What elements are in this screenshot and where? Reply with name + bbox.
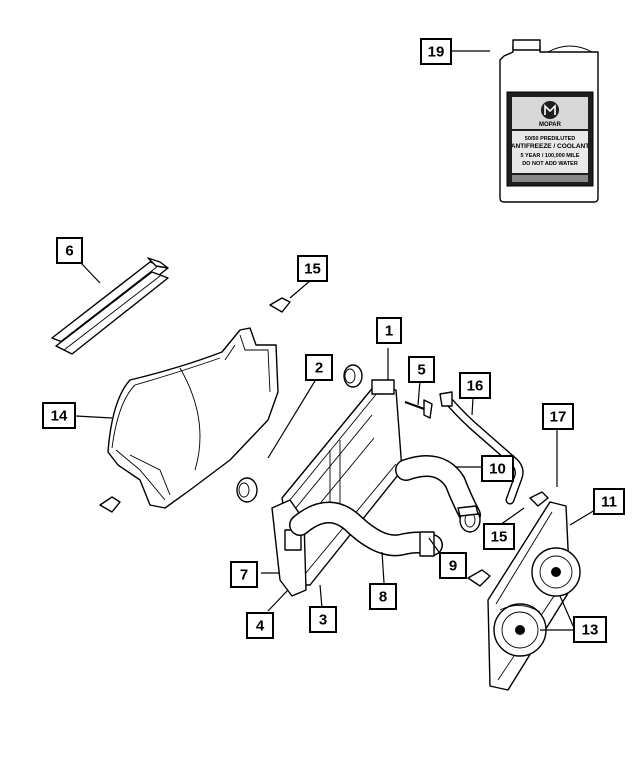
callout-17: 17 (542, 403, 574, 430)
svg-text:17: 17 (550, 409, 567, 426)
svg-text:5: 5 (417, 362, 425, 379)
callout-13: 13 (573, 616, 607, 643)
callout-15-top: 15 (297, 255, 328, 282)
air-deflector (99, 297, 291, 513)
callout-3: 3 (309, 606, 337, 633)
callout-14: 14 (42, 402, 76, 429)
svg-text:7: 7 (240, 567, 248, 584)
callout-6: 6 (56, 237, 83, 264)
seal-strip (51, 257, 169, 355)
callout-4: 4 (246, 612, 274, 639)
jug-line-1: 50/50 PREDILUTED (525, 136, 575, 142)
coolant-jug: MOPAR 50/50 PREDILUTED ANTIFREEZE / COOL… (499, 39, 599, 203)
callout-15-right: 15 (483, 523, 515, 550)
callout-9: 9 (439, 552, 467, 579)
callout-10: 10 (481, 455, 514, 482)
jug-line-4: DO NOT ADD WATER (522, 161, 578, 167)
jug-line-2: ANTIFREEZE / COOLANT (511, 143, 589, 150)
jug-brand: MOPAR (539, 122, 562, 128)
callout-2: 2 (305, 354, 333, 381)
drain-bolt (404, 399, 433, 419)
callout-11: 11 (593, 488, 625, 515)
svg-text:10: 10 (489, 461, 506, 478)
svg-text:6: 6 (65, 243, 73, 260)
svg-text:11: 11 (601, 494, 617, 511)
svg-text:19: 19 (428, 44, 445, 61)
svg-text:2: 2 (315, 360, 323, 377)
isolator-bushings (236, 364, 363, 503)
svg-text:3: 3 (319, 612, 327, 629)
hose-bracket (467, 569, 491, 587)
fan-module (487, 491, 581, 691)
svg-text:15: 15 (304, 261, 321, 278)
leader-lines (75, 50, 596, 631)
callout-16: 16 (459, 372, 491, 399)
svg-text:8: 8 (379, 589, 387, 606)
svg-text:14: 14 (51, 408, 68, 425)
svg-text:4: 4 (256, 618, 265, 635)
lower-hose (289, 501, 443, 557)
jug-line-3: 5 YEAR / 100,000 MILE (521, 153, 580, 159)
callout-1: 1 (376, 317, 402, 344)
callout-7: 7 (230, 561, 258, 588)
svg-text:15: 15 (491, 529, 508, 546)
svg-text:9: 9 (449, 558, 457, 575)
svg-text:16: 16 (467, 378, 484, 395)
upper-hose (395, 455, 481, 533)
svg-text:1: 1 (385, 323, 393, 340)
svg-text:13: 13 (582, 622, 599, 639)
callout-8: 8 (369, 583, 397, 610)
callout-19: 19 (420, 38, 452, 65)
callout-5: 5 (408, 356, 435, 383)
